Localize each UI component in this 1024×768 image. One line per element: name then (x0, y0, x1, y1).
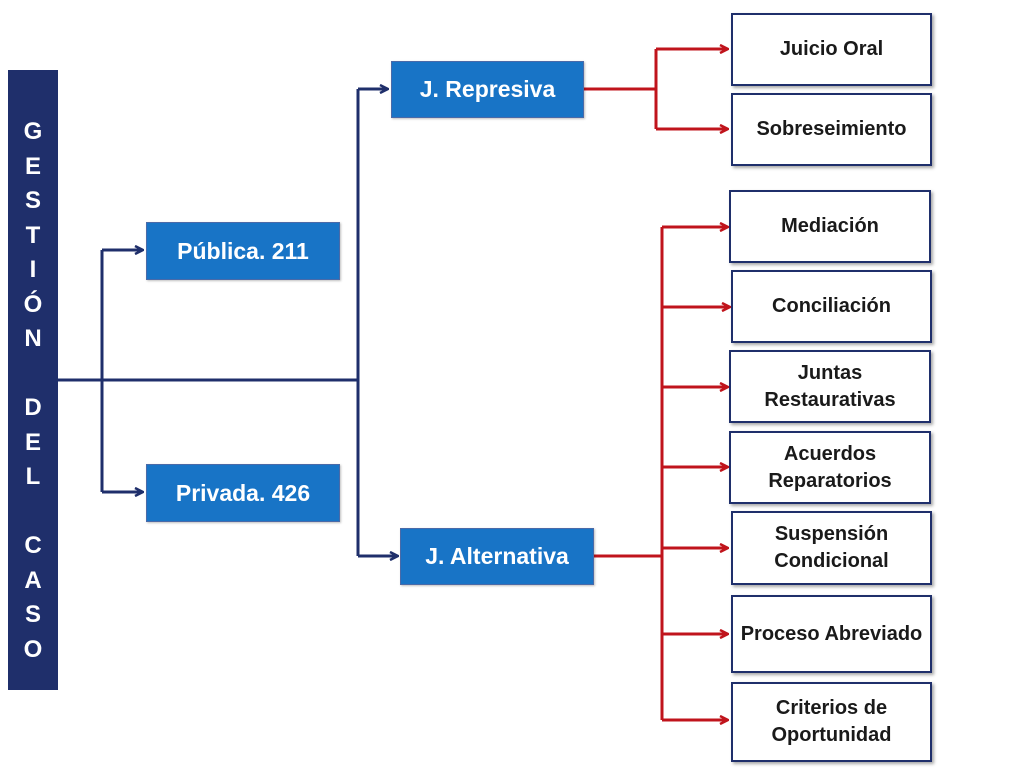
title-letter: G (23, 118, 43, 145)
title-letter: D (24, 394, 42, 421)
privada-node: Privada. 426 (146, 464, 340, 522)
title-letter: T (25, 221, 41, 249)
gestion-del-caso-bar: G E S T I Ó N D E L C A S O (8, 70, 58, 690)
suspension-condicional-node: Suspensión Condicional (731, 511, 932, 585)
title-letter: I (29, 256, 37, 283)
title-letter: E (24, 152, 41, 180)
represiva-node: J. Represiva (391, 61, 584, 118)
juntas-restaurativas-node: Juntas Restaurativas (729, 350, 931, 423)
title-letter: N (24, 325, 42, 352)
juicio-oral-node: Juicio Oral (731, 13, 932, 86)
title-letter: Ó (23, 290, 43, 318)
title-letter: O (23, 635, 43, 663)
title-letter: A (24, 566, 42, 594)
criterios-de-oportunidad-node: Criterios de Oportunidad (731, 682, 932, 762)
sobreseimiento-node: Sobreseimiento (731, 93, 932, 166)
alternativa-node: J. Alternativa (400, 528, 594, 585)
title-letter: C (24, 532, 42, 559)
conciliacion-node: Conciliación (731, 270, 932, 343)
vertical-title: G E S T I Ó N D E L C A S O (8, 115, 58, 667)
publica-node: Pública. 211 (146, 222, 340, 280)
title-letter: S (24, 601, 41, 628)
acuerdos-reparatorios-node: Acuerdos Reparatorios (729, 431, 931, 504)
title-letter: S (24, 187, 41, 214)
proceso-abreviado-node: Proceso Abreviado (731, 595, 932, 673)
title-letter: L (25, 463, 41, 490)
mediacion-node: Mediación (729, 190, 931, 263)
title-letter: E (24, 428, 41, 456)
